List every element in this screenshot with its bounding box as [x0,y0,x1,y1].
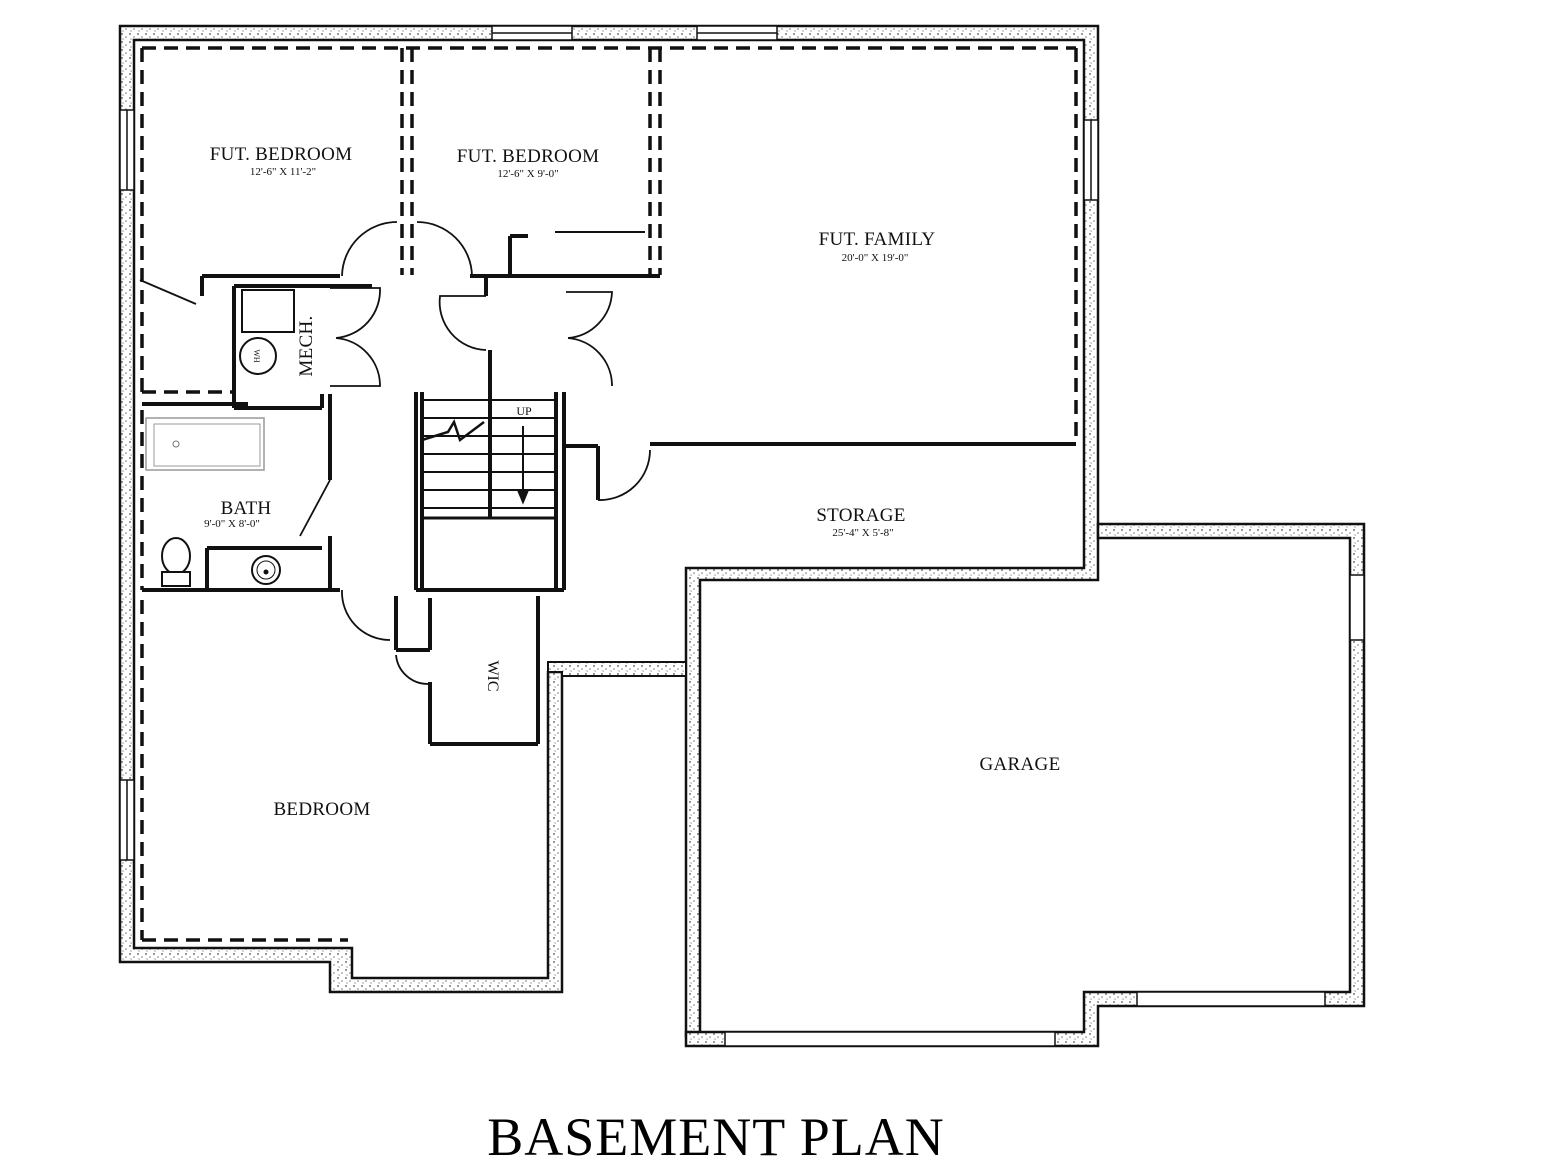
room-fut-family-name: FUT. FAMILY [819,229,936,250]
door-swings [139,221,651,685]
windows [119,25,1365,1047]
toilet-icon [161,537,191,575]
room-fut-bedroom-2-dims: 12'-6" X 9'-0" [497,168,558,180]
room-bath-name: BATH [221,498,272,519]
room-bath-dims: 9'-0" X 8'-0" [204,518,260,530]
staircase [421,399,556,520]
foundation-walls [118,24,1366,1048]
furnace-icon [241,289,295,333]
future-walls [140,46,1078,942]
stair-label-bg [512,402,538,416]
room-bedroom-name: BEDROOM [273,799,370,820]
fixtures [145,289,295,587]
room-mech-name: MECH. [296,315,317,376]
plan-title: BASEMENT PLAN [487,1107,945,1160]
room-storage-dims: 25'-4" X 5'-8" [832,527,893,539]
room-fut-family-dims: 20'-0" X 19'-0" [842,252,909,264]
water-heater-label: WH [252,349,261,363]
room-garage-name: GARAGE [980,754,1061,775]
room-storage-name: STORAGE [816,505,905,526]
room-fut-bedroom-1-name: FUT. BEDROOM [210,144,353,165]
stair-up-label: UP [516,404,532,418]
water-heater-icon [239,337,277,375]
room-labels: FUT. BEDROOM 12'-6" X 11'-2" FUT. BEDROO… [204,144,1060,820]
room-fut-bedroom-2-name: FUT. BEDROOM [457,146,600,167]
room-fut-bedroom-1-dims: 12'-6" X 11'-2" [250,166,316,178]
room-wic-name: WIC [484,660,501,691]
interior-walls [142,231,1076,746]
